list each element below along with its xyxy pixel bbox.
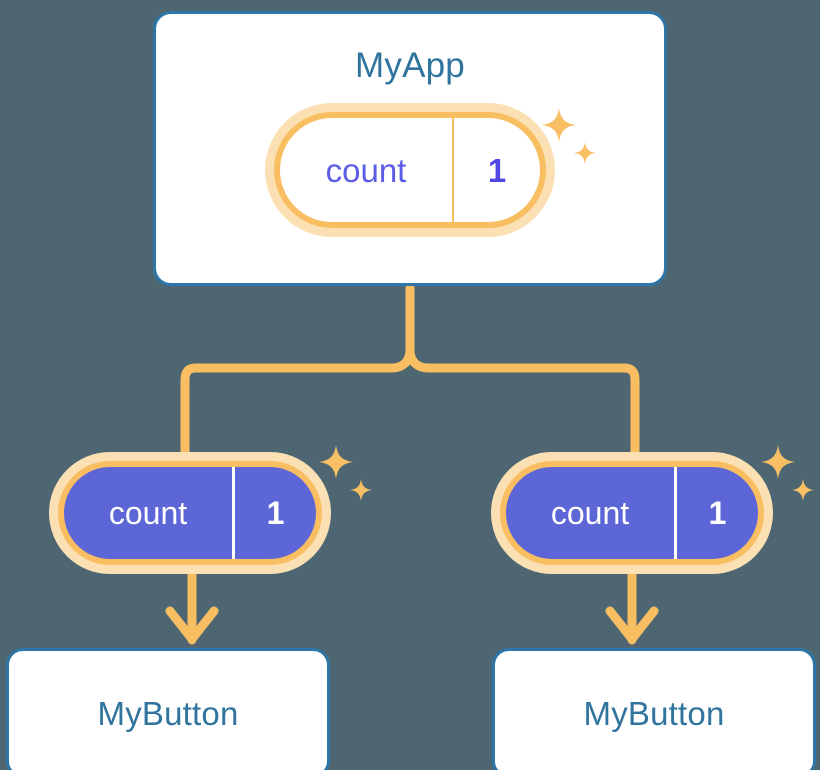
page-title: MyApp [355,46,465,85]
state-pill-mybutton-left[interactable]: count 1 [58,445,372,565]
state-pill: count 1 [58,461,322,565]
state-pill-mybutton-right[interactable]: count 1 [500,445,814,565]
state-key: count [550,495,630,531]
state-value: 1 [232,467,316,559]
branch-to-left-child [180,345,415,475]
state-key: count [325,151,407,189]
node-mybutton-right[interactable]: MyButton [492,648,816,770]
state-pill: count 1 [500,461,764,565]
state-pill-myapp[interactable]: count 1 [274,108,596,228]
arrow-left-head [165,606,219,644]
node-label: MyButton [583,694,725,732]
arrow-right-head [605,606,659,644]
state-key: count [108,495,188,531]
branch-to-right-child [405,345,640,475]
state-pill: count 1 [274,112,546,228]
node-label: MyButton [97,694,239,732]
state-value: 1 [452,118,540,222]
state-value: 1 [674,467,758,559]
node-mybutton-left[interactable]: MyButton [6,648,330,770]
